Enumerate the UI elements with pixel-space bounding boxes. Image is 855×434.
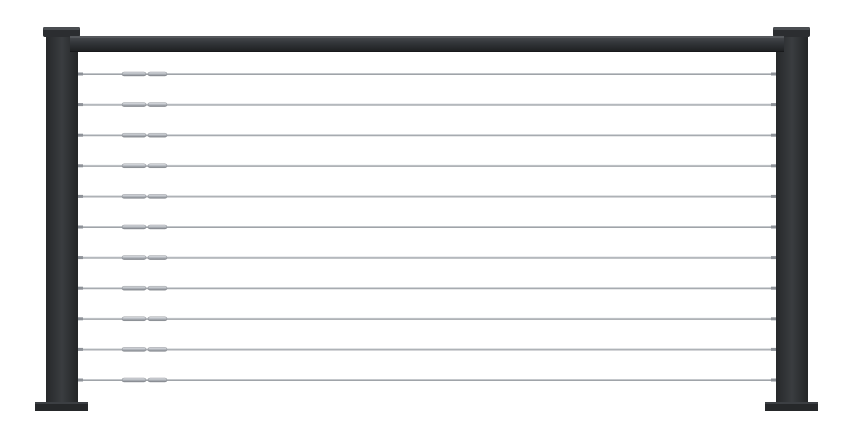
cable-line: [78, 317, 776, 320]
cable-end-fitting: [771, 317, 776, 321]
cable: [78, 132, 776, 138]
cable-line: [78, 164, 776, 167]
cable: [78, 347, 776, 352]
cable: [78, 224, 776, 230]
cable-end-fitting: [78, 286, 83, 290]
cable-end-fitting: [771, 378, 776, 382]
cable-end-fitting: [771, 103, 776, 107]
cable-tensioner-sleeve: [147, 132, 168, 138]
cable: [78, 316, 776, 321]
cable-line: [78, 73, 776, 75]
left-post: [35, 27, 88, 411]
cable-line: [78, 134, 776, 137]
cable-line: [78, 195, 776, 198]
cable-end-fitting: [78, 164, 83, 168]
cable-tensioner-sleeve: [147, 224, 168, 230]
cable-tensioner-sleeve: [147, 286, 168, 291]
cable-end-fitting: [78, 103, 83, 107]
cable-tensioner-body: [121, 163, 147, 169]
cable-tensioner-sleeve: [147, 102, 168, 107]
cable-tensioner-body: [121, 132, 147, 138]
cable: [78, 255, 776, 260]
cable-tensioner-body: [121, 71, 147, 77]
cable-end-fitting: [78, 194, 83, 198]
cable-end-fitting: [78, 72, 83, 76]
cable-tensioner-sleeve: [147, 163, 168, 169]
cable-tensioner-sleeve: [147, 71, 168, 77]
cable-end-fitting: [78, 256, 83, 260]
cable-end-fitting: [771, 225, 776, 229]
cable-tensioner-body: [121, 377, 147, 383]
cable-end-fitting: [771, 133, 776, 137]
cable-end-fitting: [78, 225, 83, 229]
cable-tensioner-body: [121, 347, 147, 352]
cable-end-fitting: [771, 256, 776, 260]
cable-tensioner-body: [121, 286, 147, 291]
cable: [78, 71, 776, 77]
cable-end-fitting: [78, 378, 83, 382]
cable-tensioner-body: [121, 102, 147, 107]
cable-tensioner-sleeve: [147, 316, 168, 321]
cable: [78, 163, 776, 169]
cable-line: [78, 287, 776, 290]
cable-tensioner-sleeve: [147, 194, 168, 199]
cable-line: [78, 348, 776, 351]
cable-end-fitting: [771, 164, 776, 168]
cable-line: [78, 226, 776, 228]
cable: [78, 194, 776, 199]
cable-line: [78, 103, 776, 106]
cable-tensioner-sleeve: [147, 255, 168, 260]
right-post: [765, 27, 818, 411]
right-post-base-plate: [765, 402, 818, 411]
cable-end-fitting: [771, 194, 776, 198]
cable-end-fitting: [771, 286, 776, 290]
cable: [78, 286, 776, 291]
top-rail: [70, 36, 784, 52]
cable: [78, 102, 776, 107]
cable-tensioner-body: [121, 255, 147, 260]
cable-tensioner-sleeve: [147, 347, 168, 352]
cable-end-fitting: [78, 317, 83, 321]
cable-line: [78, 379, 776, 381]
cable-end-fitting: [771, 72, 776, 76]
cable-tensioner-body: [121, 316, 147, 321]
cable-end-fitting: [78, 347, 83, 351]
cable-tensioner-body: [121, 224, 147, 230]
cable-tensioner-sleeve: [147, 377, 168, 383]
cable-end-fitting: [771, 347, 776, 351]
left-post-base-plate: [35, 402, 88, 411]
cable-line: [78, 256, 776, 259]
cables-group: [78, 71, 776, 383]
cable-tensioner-body: [121, 194, 147, 199]
cable: [78, 377, 776, 383]
cable-end-fitting: [78, 133, 83, 137]
